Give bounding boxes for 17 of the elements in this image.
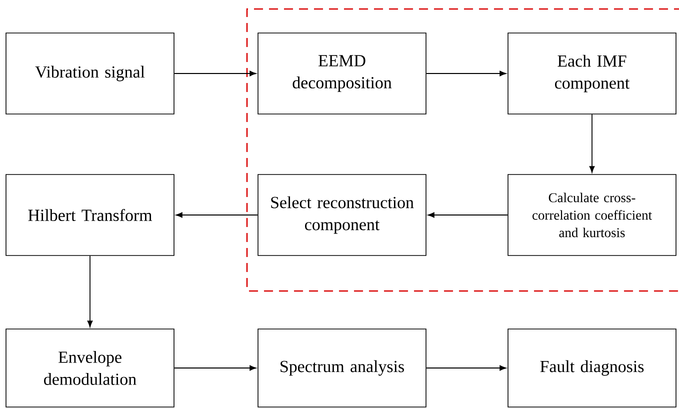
arrow — [87, 255, 93, 328]
process-box: Each IMF component — [508, 32, 676, 114]
arrow — [176, 212, 258, 218]
process-box: Calculate cross-correlation coefficient and kurtosis — [508, 174, 676, 256]
process-box: Fault diagnosis — [508, 328, 676, 408]
arrow — [174, 365, 256, 371]
arrow — [428, 212, 508, 218]
process-box: Envelope demodulation — [6, 328, 174, 408]
arrow — [174, 70, 256, 76]
arrow — [426, 365, 506, 371]
process-box: Vibration signal — [6, 32, 174, 114]
arrow — [426, 70, 506, 76]
process-box: Hilbert Transform — [6, 174, 174, 256]
process-box: Spectrum analysis — [258, 328, 426, 408]
process-box: Select reconstruction component — [258, 174, 426, 256]
process-box: EEMD decomposition — [258, 32, 426, 114]
arrow — [589, 114, 595, 173]
